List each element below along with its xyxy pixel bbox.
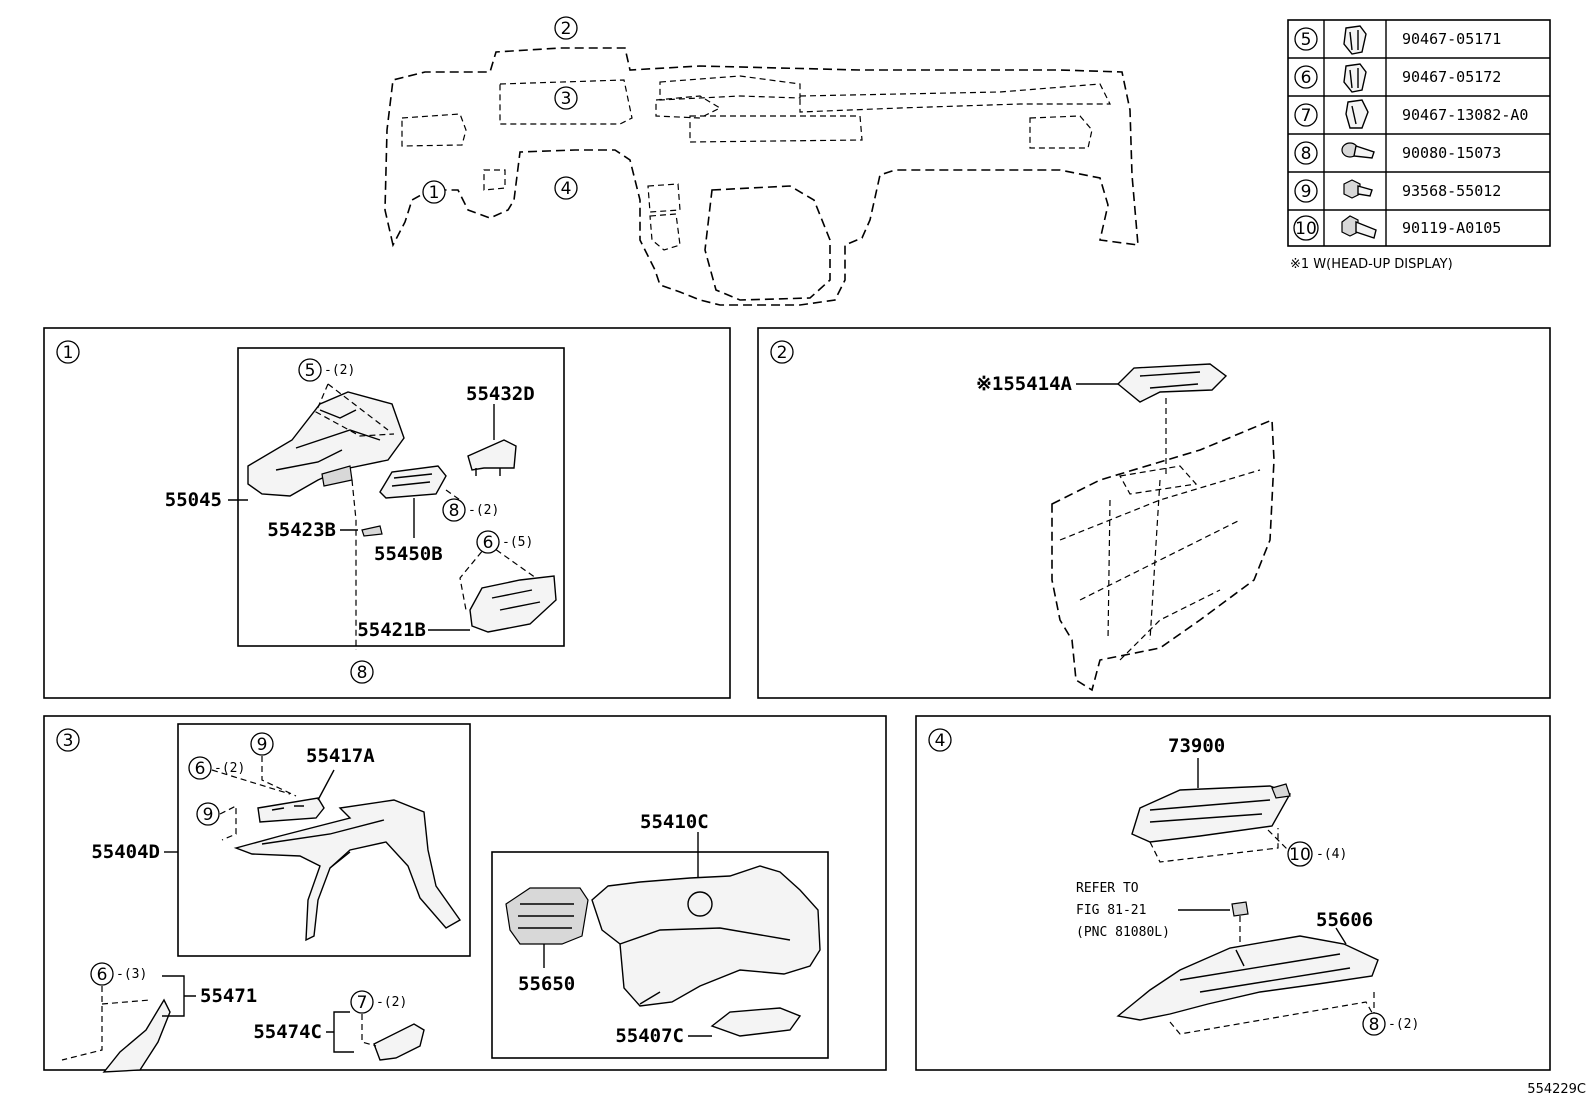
overview-dashboard-outline: 2 3 1 4 [384,16,1139,306]
callout-8-c: 8 [1369,1015,1380,1035]
side-panel-55404D [233,799,462,942]
table-ref-6: 6 [1301,68,1312,88]
panel-2-id: 2 [777,343,788,363]
label-55650: 55650 [518,973,575,995]
screw-icon [1341,142,1375,159]
callout-6-qty: -(5) [502,535,533,550]
callout-8-b: 8 [357,663,368,683]
cover-55421B [469,575,557,633]
push-clip-icon [1345,99,1369,129]
overview-callout-1-text: 1 [429,183,440,203]
overview-callout-4-text: 4 [561,179,572,199]
console-panel-55410C [591,865,821,1007]
garnish-55407C [710,1007,802,1037]
label-55410C: 55410C [640,811,709,833]
table-part-6: 90467-05172 [1402,68,1501,86]
panel-1: 1 [43,327,731,699]
callout-10-qty: -(4) [1316,847,1347,862]
callout-6-b-qty: -(3) [116,967,147,982]
fastener-table: 5 90467-05171 6 90467-05172 7 90467-1308… [1287,19,1551,272]
overview-callout-3 [554,86,578,110]
overview-callout-2-text: 2 [561,19,572,39]
callout-6: 6 [483,533,494,553]
label-55606: 55606 [1316,909,1373,931]
cover-55423B [361,525,383,537]
label-55474C: 55474C [253,1021,322,1043]
refer-to-line-2: FIG 81-21 [1076,903,1146,918]
connector-icon [1231,901,1249,917]
callout-6-a: 6 [195,759,206,779]
callout-5: 5 [305,361,316,381]
bracket-55432D [467,439,517,476]
callout-10: 10 [1289,845,1311,865]
callout-7: 7 [357,993,368,1013]
table-part-7: 90467-13082-A0 [1402,106,1528,124]
label-55407C: 55407C [615,1025,684,1047]
clip-icon [1343,25,1367,55]
label-55421B: 55421B [357,619,426,641]
label-55423B: 55423B [267,519,336,541]
label-55417A: 55417A [306,745,375,767]
bracket-55417A [257,797,325,823]
lower-cover-55606 [1116,935,1379,1021]
overview-callout-3-text: 3 [561,89,572,109]
callout-6-a-qty: -(2) [214,761,245,776]
label-55045: 55045 [165,489,222,511]
hud-cover-55414A [1116,363,1228,403]
instrument-panel-assembly [1051,418,1275,692]
table-ref-7: 7 [1301,106,1312,126]
label-55471: 55471 [200,985,257,1007]
switch-base-55450B [379,465,447,499]
label-55414A: ※155414A [976,373,1073,395]
panel-1-id: 1 [63,343,74,363]
table-ref-5: 5 [1301,30,1312,50]
table-ref-8: 8 [1301,144,1312,164]
switch-55650 [505,887,589,945]
flange-nut-icon [1343,179,1373,199]
overview-callout-2 [554,16,578,40]
panel-2: 2 ※155414A [757,327,1551,699]
callout-6-b: 6 [97,965,108,985]
garnish-55471 [102,998,171,1073]
callout-9-b: 9 [203,805,214,825]
table-part-8: 90080-15073 [1402,144,1501,162]
refer-to-line-3: (PNC 81080L) [1076,925,1170,940]
callout-8-a: 8 [449,501,460,521]
callout-5-qty: -(2) [324,363,355,378]
panel-3: 3 55417A 9 6 -(2) 9 55404D 6 -(3) [43,715,887,1073]
panel-3-id: 3 [63,731,74,751]
refer-to-line-1: REFER TO [1076,881,1139,896]
overview-callout-4 [554,176,578,200]
table-part-5: 90467-05171 [1402,30,1501,48]
overview-callout-1 [422,180,446,204]
lower-panel-55045 [247,391,405,497]
label-55432D: 55432D [466,383,535,405]
callout-8-c-qty: -(2) [1388,1017,1419,1032]
label-55450B: 55450B [374,543,443,565]
table-ref-9: 9 [1301,182,1312,202]
panel-4-id: 4 [935,731,946,751]
table-part-9: 93568-55012 [1402,182,1501,200]
callout-7-qty: -(2) [376,995,407,1010]
clip-icon [1343,63,1367,93]
label-55404D: 55404D [91,841,160,863]
table-ref-10: 10 [1295,219,1317,239]
cover-55474C [373,1023,425,1061]
label-73900: 73900 [1168,735,1225,757]
table-part-10: 90119-A0105 [1402,219,1501,237]
head-up-display-note: ※1 W(HEAD-UP DISPLAY) [1290,257,1453,272]
callout-8-a-qty: -(2) [468,503,499,518]
bolt-icon [1341,215,1377,239]
hud-unit-73900 [1131,783,1292,843]
panel-4: 4 73900 10 -(4) REFER TO FIG 81-21 (PNC … [915,715,1551,1071]
callout-9-a: 9 [257,735,268,755]
figure-code: 554229C [1527,1082,1586,1097]
